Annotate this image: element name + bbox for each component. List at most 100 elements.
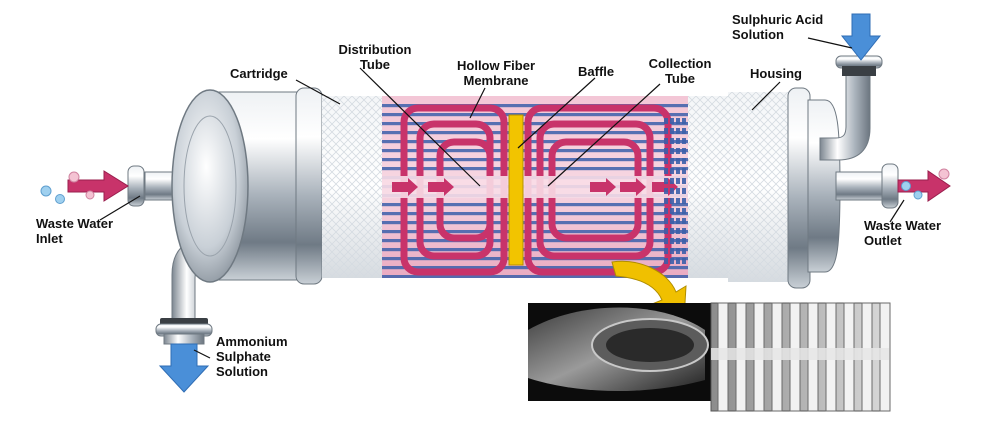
perforation (664, 198, 668, 204)
perforation (670, 148, 674, 154)
perforation (676, 158, 680, 164)
fiber-line (382, 275, 688, 278)
perforation (676, 188, 680, 194)
outlet-flow-arrow (897, 170, 951, 202)
collection-tube-perforations (664, 118, 686, 264)
perforation (670, 258, 674, 264)
sulphuric-acid-flow-arrow (840, 13, 882, 61)
housing-sleeve-right (688, 92, 792, 282)
label-waste-water-outlet: Waste Water Outlet (864, 218, 942, 248)
perforation (670, 218, 674, 224)
fiber-line (382, 104, 688, 108)
perforation (682, 158, 686, 164)
fiber-micrograph-inset (528, 303, 711, 401)
center-arrow (392, 178, 418, 196)
perforation (676, 238, 680, 244)
fiber-line (382, 230, 688, 234)
label-ammonium-sulphate-solution: Ammonium Sulphate Solution (216, 334, 288, 379)
label-distribution-tube: Distribution Tube (338, 42, 412, 72)
fiber-line (382, 248, 688, 252)
perforation (682, 138, 686, 144)
perforation (676, 248, 680, 254)
fiber-line (382, 257, 688, 261)
hollow-fiber-bundle (382, 96, 688, 278)
perforation (670, 128, 674, 134)
perforation (670, 198, 674, 204)
perforation (682, 198, 686, 204)
perforation (676, 208, 680, 214)
right-end-cap (787, 87, 841, 289)
center-arrow (620, 178, 646, 196)
fiber-line (382, 140, 688, 144)
label-waste-water-inlet: Waste Water Inlet (36, 216, 114, 246)
fiber-line (382, 167, 688, 171)
fiber-line (382, 149, 688, 153)
perforation (682, 218, 686, 224)
perforation (670, 158, 674, 164)
perforation (676, 258, 680, 264)
label-baffle: Baffle (578, 64, 615, 79)
fiber-line (382, 203, 688, 207)
perforation (670, 208, 674, 214)
perforation (682, 148, 686, 154)
perforation (664, 178, 668, 184)
label-housing: Housing (750, 66, 802, 81)
fiber-bundle-micrograph-inset (710, 302, 891, 412)
perforation (664, 248, 668, 254)
ammonium-flow-arrow (158, 343, 210, 393)
perforation (682, 128, 686, 134)
cartridge-sleeve-left (322, 96, 384, 278)
fiber-line (382, 239, 688, 243)
perforation (670, 118, 674, 124)
center-arrow (428, 178, 454, 196)
perforation (664, 128, 668, 134)
sulphuric-acid-inlet-pipe (819, 55, 883, 161)
perforation (664, 238, 668, 244)
perforation (682, 238, 686, 244)
perforation (664, 228, 668, 234)
perforation (670, 138, 674, 144)
perforation (676, 228, 680, 234)
perforation (664, 218, 668, 224)
perforation (676, 198, 680, 204)
perforation (664, 258, 668, 264)
perforation (676, 118, 680, 124)
perforation (682, 258, 686, 264)
perforation (676, 148, 680, 154)
perforation (664, 138, 668, 144)
perforation (682, 178, 686, 184)
perforation (676, 218, 680, 224)
perforation (664, 188, 668, 194)
outlet-bubbles (901, 168, 950, 200)
perforation (670, 188, 674, 194)
baffle (508, 114, 524, 266)
fiber-line (382, 212, 688, 216)
perforation (676, 138, 680, 144)
label-cartridge: Cartridge (230, 66, 288, 81)
fiber-line (382, 113, 688, 117)
left-end-cap (171, 87, 323, 285)
perforation (670, 248, 674, 254)
perforation (682, 118, 686, 124)
perforation (664, 168, 668, 174)
perforation (682, 188, 686, 194)
leader-lines (99, 37, 905, 359)
inlet-bubbles (40, 171, 95, 204)
perforation (682, 228, 686, 234)
waste-water-outlet-pipe (835, 163, 899, 209)
perforation (682, 248, 686, 254)
fiber-line (382, 158, 688, 162)
perforation (682, 208, 686, 214)
perforation (664, 118, 668, 124)
label-collection-tube: Collection Tube (648, 56, 712, 86)
fiber-line (382, 221, 688, 225)
perforation (670, 238, 674, 244)
perforation (676, 168, 680, 174)
perforation (676, 128, 680, 134)
label-hollow-fiber-membrane: Hollow Fiber Membrane (457, 58, 535, 88)
inlet-flow-arrow (67, 170, 129, 202)
perforation (670, 168, 674, 174)
perforation (664, 158, 668, 164)
